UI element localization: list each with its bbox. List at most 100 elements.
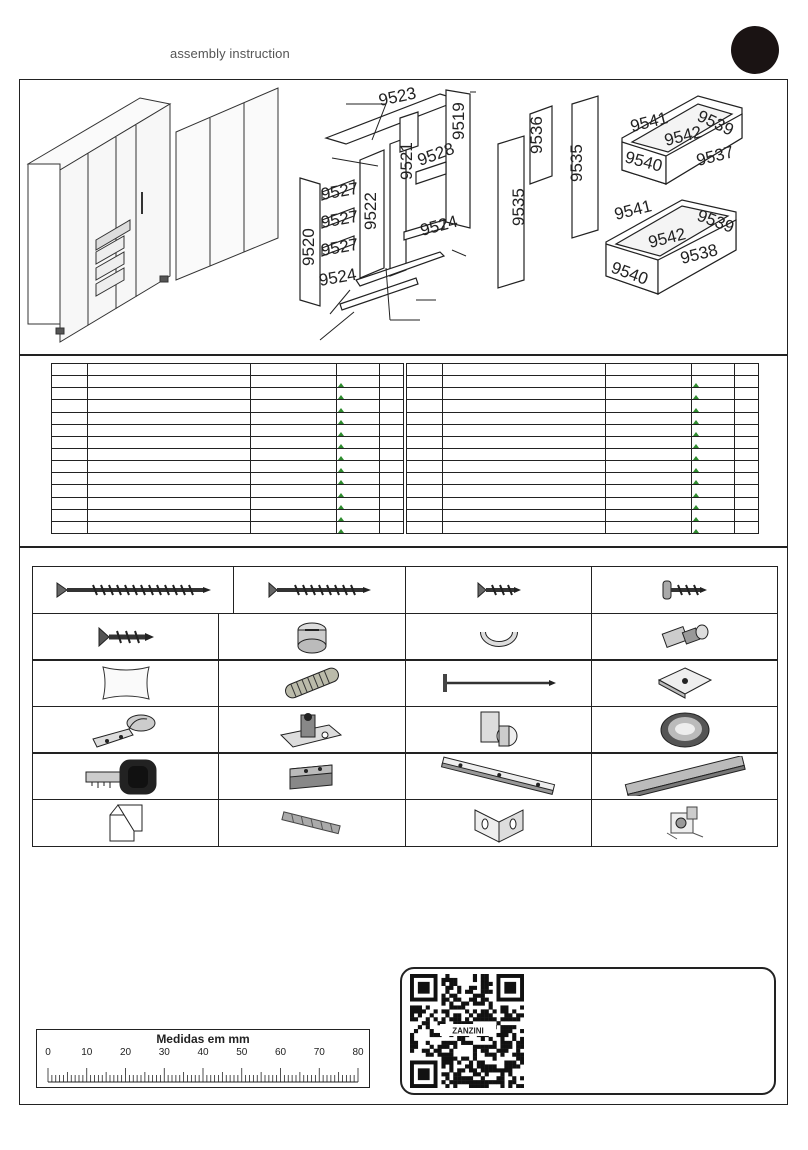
parts-list-cell [442,375,606,389]
parts-list-cell [51,484,88,498]
parts-list-cell [691,362,735,377]
parts-list-cell [379,423,404,437]
parts-list-cell [379,472,404,486]
qr-panel [400,967,776,1095]
parts-list-cell [51,375,88,389]
part-number-label: 9524 [418,212,459,240]
parts-list-cell [691,411,735,425]
hardware-cell [32,752,219,800]
parts-list-row [51,435,404,449]
page-marker-dot [731,26,779,74]
parts-list-cell [406,484,443,498]
page-frame [19,79,788,1105]
parts-list-cell [250,423,337,437]
parts-list-row [406,447,759,462]
hardware-cell [218,612,406,661]
ruler-title: Medidas em mm [156,1032,250,1046]
parts-list-cell [734,484,759,498]
hardware-cell [32,566,234,614]
parts-list-cell [250,520,337,534]
part-number-label: 9536 [527,116,546,154]
part-number-label: 9527 [319,207,360,232]
parts-list-cell [605,484,692,498]
hardware-cell [591,752,778,800]
parts-list-row [51,472,404,486]
corner-plate-icon [657,666,713,700]
part-number-label: 9535 [567,144,586,182]
parts-list-cell [250,496,337,510]
short-screw-icon [474,581,524,599]
parts-list-cell [734,447,759,462]
parts-list-cell [379,435,404,449]
adjuster-icon [663,803,707,843]
ruler-label: 30 [158,1047,170,1058]
parts-list-cell [336,411,380,425]
parts-list-cell [734,508,759,522]
wardrobe-drawing [26,97,172,343]
parts-list-cell [691,423,735,437]
parts-list-cell [691,484,735,498]
parts-list-cell [605,399,692,413]
parts-list-cell [250,399,337,413]
hardware-cell [591,612,778,661]
carcass-exploded [299,89,471,311]
nail-icon [441,672,557,694]
parts-list-cell [51,411,88,425]
parts-list-cell [51,387,88,401]
parts-list-row [51,399,404,413]
parts-list-cell [250,362,337,377]
parts-list-cell [734,411,759,425]
hardware-cell [218,798,406,847]
hinge-plate-icon [277,707,347,753]
parts-list-cell [336,399,380,413]
parts-list-cell [442,387,606,401]
loose-panels [497,95,599,289]
parts-list-cell [406,496,443,510]
bag-icon [99,663,153,703]
parts-list-row [406,375,759,389]
ruler-label: 60 [274,1047,287,1058]
parts-list-row [406,472,759,486]
parts-list-cell [379,484,404,498]
long-screw-icon [53,581,213,599]
parts-list-cell [51,496,88,510]
parts-list-cell [691,472,735,486]
hardware-cell [218,752,406,800]
part-number-label: 9527 [319,179,360,204]
parts-list-cell [87,423,251,437]
parts-list-cell [250,508,337,522]
parts-list-cell [406,375,443,389]
parts-list-cell [605,375,692,389]
parts-list-cell [406,460,443,474]
parts-list-table-left [51,362,404,534]
parts-list-row [51,362,404,377]
hardware-grid [32,566,778,847]
parts-list-cell [734,496,759,510]
parts-list-cell [87,435,251,449]
parts-list-cell [336,508,380,522]
cam-bolt-icon [658,622,712,652]
key-icon [84,756,168,796]
section-divider-2 [19,546,788,548]
parts-list-cell [734,362,759,377]
hardware-cell [32,798,219,847]
hardware-cell [591,798,778,847]
parts-list-cell [51,399,88,413]
parts-list-cell [734,435,759,449]
wall-anchor-icon [280,810,344,835]
parts-list-cell [691,460,735,474]
parts-list-cell [442,399,606,413]
parts-list-cell [605,423,692,437]
ruler-label: 20 [119,1047,132,1058]
parts-list-cell [250,435,337,449]
parts-list-cell [691,399,735,413]
parts-list-cell [734,423,759,437]
parts-list-cell [336,460,380,474]
parts-list-cell [406,447,443,462]
parts-list-cell [605,435,692,449]
parts-list-row [406,362,759,377]
parts-list-cell [406,387,443,401]
parts-list-cell [406,508,443,522]
parts-list-cell [336,375,380,389]
